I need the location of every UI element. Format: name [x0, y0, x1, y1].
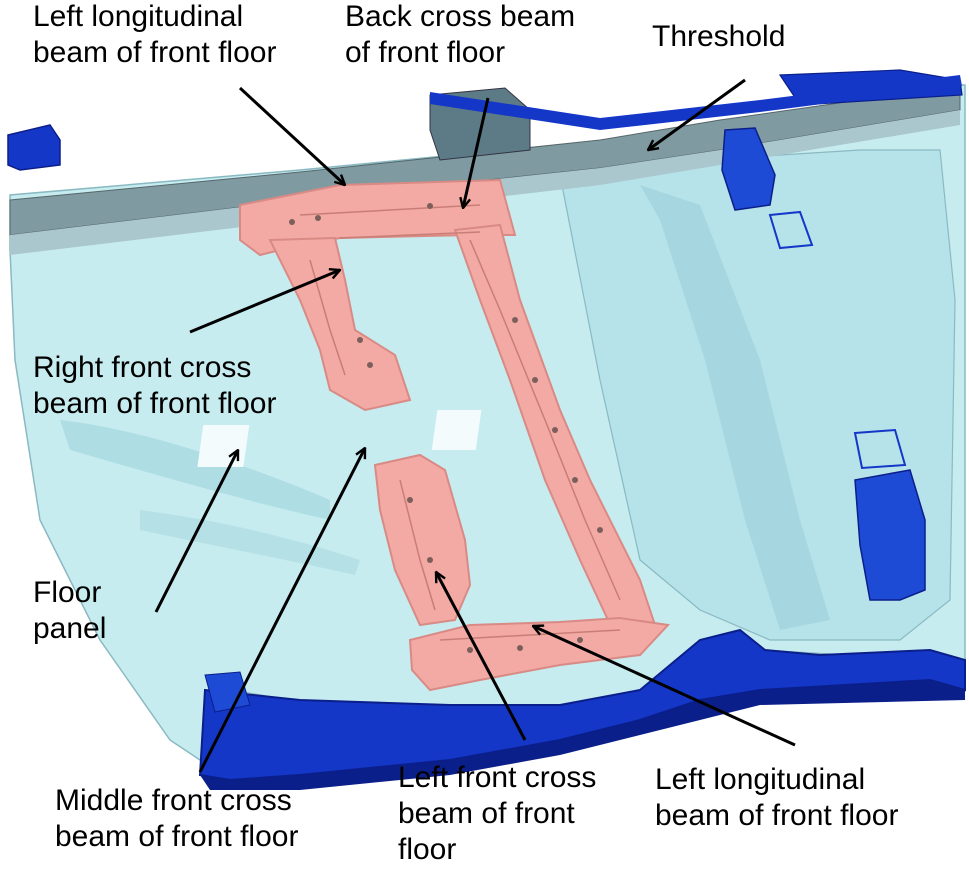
label-floor-panel: Floor panel [33, 575, 106, 647]
label-line: Left longitudinal [655, 763, 866, 796]
back-cross-beam-shape [239, 178, 517, 257]
label-threshold: Threshold [652, 19, 785, 55]
arrow-middle-front-cross [198, 448, 367, 773]
threshold-top-left [7, 124, 61, 171]
left-front-cross-lower-shape [373, 453, 472, 627]
callout-arrows [154, 78, 796, 773]
threshold-bottom-dark [200, 680, 965, 790]
beam-holes [289, 203, 603, 653]
label-line: Left longitudinal [33, 0, 244, 33]
seat-bracket-outline-top [768, 210, 814, 250]
label-line: beam of front floor [33, 36, 277, 69]
label-line: beam of front floor [55, 820, 299, 853]
floor-shadow-left [60, 420, 330, 520]
arrow-left-longitudinal-top [238, 86, 345, 185]
label-line: Back cross beam [345, 0, 576, 33]
label-left-longitudinal-top: Left longitudinal beam of front floor [33, 0, 276, 71]
left-longitudinal-upper-shape [268, 236, 412, 412]
seat-bracket-bottom [854, 469, 926, 601]
label-line: beam of front floor [33, 387, 277, 420]
front-cross-beam-shape [408, 616, 671, 692]
threshold-bottom-left-post [204, 671, 251, 713]
arrow-left-front-cross [434, 572, 527, 741]
label-line: Threshold [652, 20, 786, 53]
label-line: Middle front cross [55, 784, 292, 817]
floor-shadow-ridge [640, 185, 830, 630]
seat-bracket-top [721, 127, 776, 211]
arrow-threshold [648, 78, 746, 150]
label-line: Right front cross [33, 351, 252, 384]
arrow-back-cross-beam [463, 97, 490, 208]
label-line: panel [33, 612, 107, 645]
label-left-front-cross: Left front cross beam of front floor [398, 760, 596, 868]
floor-pad-center [431, 410, 482, 450]
floor-pad-left [197, 425, 250, 467]
label-line: beam of front floor [655, 799, 899, 832]
arrow-right-front-cross [189, 270, 340, 334]
label-left-longitudinal-bottom: Left longitudinal beam of front floor [655, 762, 898, 834]
label-line: floor [398, 833, 457, 866]
threshold-top-edge [430, 75, 962, 130]
label-line: Left front cross [398, 761, 597, 794]
arrow-floor-panel [154, 450, 240, 613]
label-line: of front floor [345, 36, 506, 69]
label-line: Floor [33, 576, 102, 609]
label-middle-front-cross: Middle front cross beam of front floor [55, 783, 298, 855]
seat-bracket-outline-bottom [853, 428, 907, 470]
label-back-cross-beam: Back cross beam of front floor [345, 0, 575, 71]
label-right-front-cross: Right front cross beam of front floor [33, 350, 276, 422]
arrow-left-longitudinal-bottom [533, 626, 796, 747]
label-line: beam of front [398, 797, 575, 830]
floor-shadow-mid [140, 510, 360, 575]
